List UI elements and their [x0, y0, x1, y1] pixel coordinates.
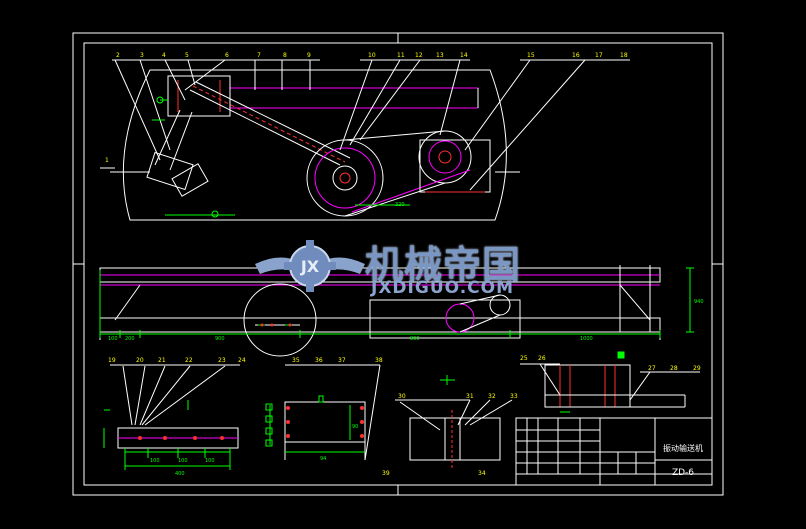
- dim-bottom-c: 100: [205, 458, 215, 464]
- title-block-name: 振动输送机: [663, 443, 703, 453]
- top-green-marks: [152, 96, 410, 218]
- title-block-drawing-no: ZD-6: [672, 468, 694, 478]
- balloon-38: 38: [375, 357, 383, 364]
- balloon-15: 15: [527, 52, 535, 59]
- balloon-11: 11: [397, 52, 405, 59]
- dim-bottom-mid-h: 90: [352, 424, 358, 430]
- balloon-34: 34: [478, 470, 486, 477]
- balloon-9: 9: [307, 52, 311, 59]
- balloon-3: 3: [140, 52, 144, 59]
- frame-ticks: [73, 33, 723, 495]
- bottom-left-holes: [138, 436, 224, 440]
- right-detail-marks: [560, 351, 625, 413]
- watermark-url: JXDIGUO.COM: [371, 278, 515, 298]
- balloon-20: 20: [136, 357, 144, 364]
- bottom-bearing-detail: [395, 399, 513, 468]
- dim-belt-dim: 320: [395, 202, 405, 208]
- balloon-5: 5: [185, 52, 189, 59]
- balloon-36: 36: [315, 357, 323, 364]
- balloon-13: 13: [436, 52, 444, 59]
- svg-text:JX: JX: [300, 257, 320, 276]
- balloon-33: 33: [510, 393, 518, 400]
- balloon-23: 23: [218, 357, 226, 364]
- right-detail: [520, 363, 700, 408]
- dim-bottom-a: 100: [150, 458, 160, 464]
- watermark-title: 机械帝国: [365, 243, 522, 287]
- balloon-27: 27: [648, 365, 656, 372]
- dim-mid-d: 1000: [580, 336, 593, 342]
- bottom-mid-detail: [284, 364, 381, 461]
- gear-wing-logo-icon: JX: [255, 240, 365, 292]
- balloon-17: 17: [595, 52, 603, 59]
- balloon-2: 2: [116, 52, 120, 59]
- balloon-10: 10: [368, 52, 376, 59]
- balloon-25: 25: [520, 355, 528, 362]
- dim-bottom-b: 100: [178, 458, 188, 464]
- bottom-left-detail: [110, 364, 240, 449]
- balloon-21: 21: [158, 357, 166, 364]
- dim-bottom-total: 400: [175, 471, 185, 477]
- balloon-37: 37: [338, 357, 346, 364]
- bottom-mid-holes: [286, 406, 364, 438]
- balloon-12: 12: [415, 52, 423, 59]
- bottom-left-dims: [103, 400, 231, 470]
- dim-mid-height: 940: [694, 299, 704, 305]
- balloon-24: 24: [238, 357, 246, 364]
- balloon-1: 1: [105, 157, 109, 164]
- balloon-26: 26: [538, 355, 546, 362]
- dimension-labels: 100 200 900 800 1000 940 100 100 100 400 94 90 320: [108, 202, 704, 477]
- balloon-31: 31: [466, 393, 474, 400]
- balloon-6: 6: [225, 52, 229, 59]
- balloon-32: 32: [488, 393, 496, 400]
- balloon-22: 22: [185, 357, 193, 364]
- dim-mid-left: 100: [108, 336, 118, 342]
- balloon-35: 35: [292, 357, 300, 364]
- balloon-7: 7: [257, 52, 261, 59]
- balloon-39: 39: [382, 470, 390, 477]
- bottom-bearing-marks: [440, 375, 455, 385]
- top-side-view: [100, 59, 630, 221]
- dim-mid-a: 200: [125, 336, 135, 342]
- middle-red-marks: [260, 323, 292, 327]
- watermark: JX 机械帝国 JXDIGUO.COM: [255, 232, 555, 302]
- balloon-29: 29: [693, 365, 701, 372]
- balloon-28: 28: [670, 365, 678, 372]
- balloon-30: 30: [398, 393, 406, 400]
- balloon-8: 8: [283, 52, 287, 59]
- bottom-mid-dims: [265, 395, 365, 453]
- dim-bottom-mid-w: 94: [320, 456, 326, 462]
- balloon-14: 14: [460, 52, 468, 59]
- balloon-4: 4: [162, 52, 166, 59]
- balloon-19: 19: [108, 357, 116, 364]
- balloon-16: 16: [572, 52, 580, 59]
- dim-mid-b: 900: [215, 336, 225, 342]
- balloon-18: 18: [620, 52, 628, 59]
- title-block-grid: [515, 417, 713, 486]
- dim-mid-c: 800: [410, 336, 420, 342]
